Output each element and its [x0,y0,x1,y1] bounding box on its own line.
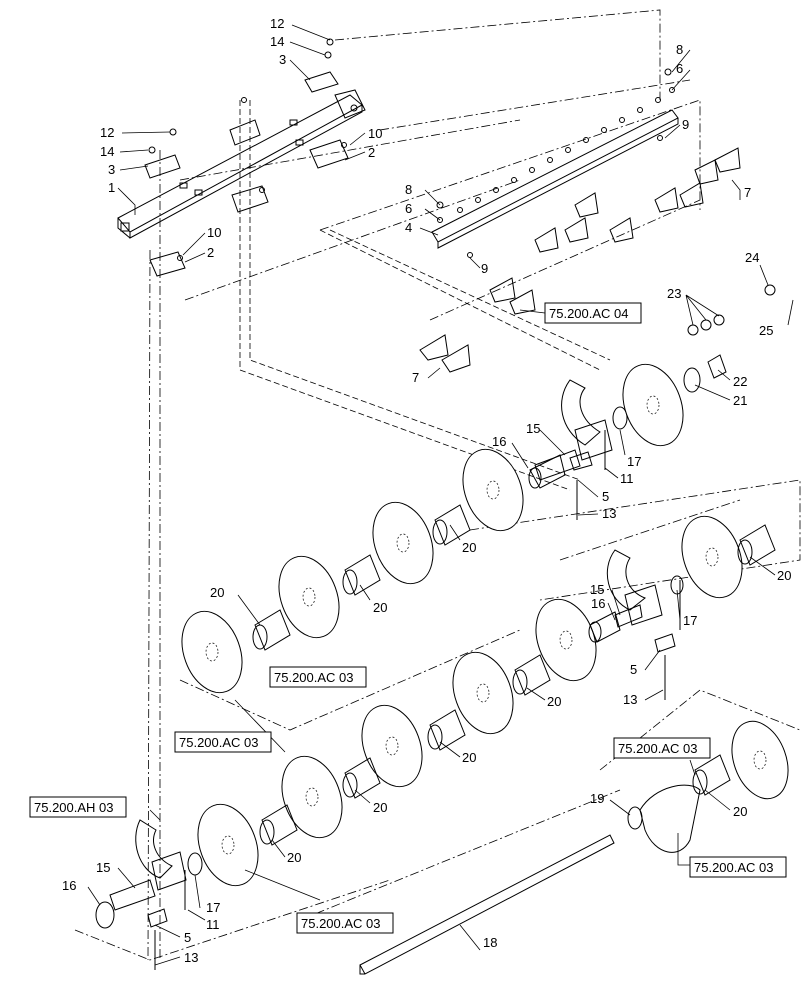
callout-18: 18 [483,935,497,950]
gang-shaft [359,784,701,975]
callout-10: 10 [368,126,382,141]
callout-11: 11 [206,917,220,932]
callout-16: 16 [591,596,605,611]
scraper-bolts [436,68,675,258]
svg-text:75.200.AC 03: 75.200.AC 03 [301,916,381,931]
part-callouts: 12 14 3 12 14 3 1 10 2 10 2 8 6 9 7 8 6 … [62,16,791,965]
callout-5: 5 [184,930,191,945]
callout-4: 4 [405,220,412,235]
callout-14: 14 [270,34,284,49]
upper-bearing-hardware [534,284,776,520]
disc-gang-middle [197,515,789,887]
reference-boxes: 75.200.AC 04 75.200.AC 03 75.200.AC 03 7… [29,302,787,934]
disc-gang-upper [181,363,684,694]
callout-17: 17 [683,613,697,628]
callout-22: 22 [733,374,747,389]
callout-15: 15 [590,582,604,597]
callout-20: 20 [373,800,387,815]
callout-13: 13 [602,506,616,521]
ref-box-ac03[interactable]: 75.200.AC 03 [174,731,272,753]
callout-17: 17 [627,454,641,469]
callout-16: 16 [492,434,506,449]
callout-13: 13 [184,950,198,965]
svg-text:75.200.AC 03: 75.200.AC 03 [274,670,354,685]
scraper-blades [419,147,741,373]
callout-20: 20 [733,804,747,819]
callout-8: 8 [405,182,412,197]
callout-20: 20 [547,694,561,709]
svg-text:75.200.AC 04: 75.200.AC 04 [549,306,629,321]
leader-lines [87,24,794,966]
callout-15: 15 [96,860,110,875]
callout-2: 2 [368,145,375,160]
callout-6: 6 [405,201,412,216]
spacer-spools-upper [252,454,566,651]
ref-box-ac03[interactable]: 75.200.AC 03 [613,737,711,759]
middle-bearing-hardware [606,549,681,700]
callout-12: 12 [270,16,284,31]
lower-bearing-hardware [95,819,203,970]
callout-19: 19 [590,791,604,806]
callout-17: 17 [206,900,220,915]
ref-box-ac03[interactable]: 75.200.AC 03 [296,912,394,934]
svg-text:75.200.AC 03: 75.200.AC 03 [179,735,259,750]
callout-20: 20 [287,850,301,865]
callout-13: 13 [623,692,637,707]
svg-text:75.200.AC 03: 75.200.AC 03 [618,741,698,756]
callout-20: 20 [462,750,476,765]
callout-3: 3 [108,162,115,177]
callout-5: 5 [602,489,609,504]
callout-9: 9 [682,117,689,132]
callout-3: 3 [279,52,286,67]
callout-7: 7 [744,185,751,200]
spacer-spools-middle [259,524,776,846]
callout-16: 16 [62,878,76,893]
callout-20: 20 [373,600,387,615]
callout-21: 21 [733,393,747,408]
ref-box-ac04[interactable]: 75.200.AC 04 [544,302,642,324]
callout-11: 11 [620,471,634,486]
main-tube-assembly [117,38,366,277]
callout-14: 14 [100,144,114,159]
assembly-guide-lines [74,9,801,961]
callout-20: 20 [210,585,224,600]
callout-1: 1 [108,180,115,195]
callout-20: 20 [777,568,791,583]
callout-20: 20 [462,540,476,555]
ref-box-ah03[interactable]: 75.200.AH 03 [29,796,127,818]
callout-24: 24 [745,250,759,265]
callout-2: 2 [207,245,214,260]
callout-15: 15 [526,421,540,436]
svg-text:75.200.AH 03: 75.200.AH 03 [34,800,114,815]
callout-6: 6 [676,61,683,76]
callout-5: 5 [630,662,637,677]
callout-25: 25 [759,323,773,338]
ref-box-ac03[interactable]: 75.200.AC 03 [689,856,787,878]
callout-7: 7 [412,370,419,385]
callout-8: 8 [676,42,683,57]
scraper-bar-assembly [419,68,741,373]
callout-12: 12 [100,125,114,140]
ref-box-ac03[interactable]: 75.200.AC 03 [269,666,367,688]
svg-text:75.200.AC 03: 75.200.AC 03 [694,860,774,875]
callout-23: 23 [667,286,681,301]
callout-10: 10 [207,225,221,240]
callout-9: 9 [481,261,488,276]
